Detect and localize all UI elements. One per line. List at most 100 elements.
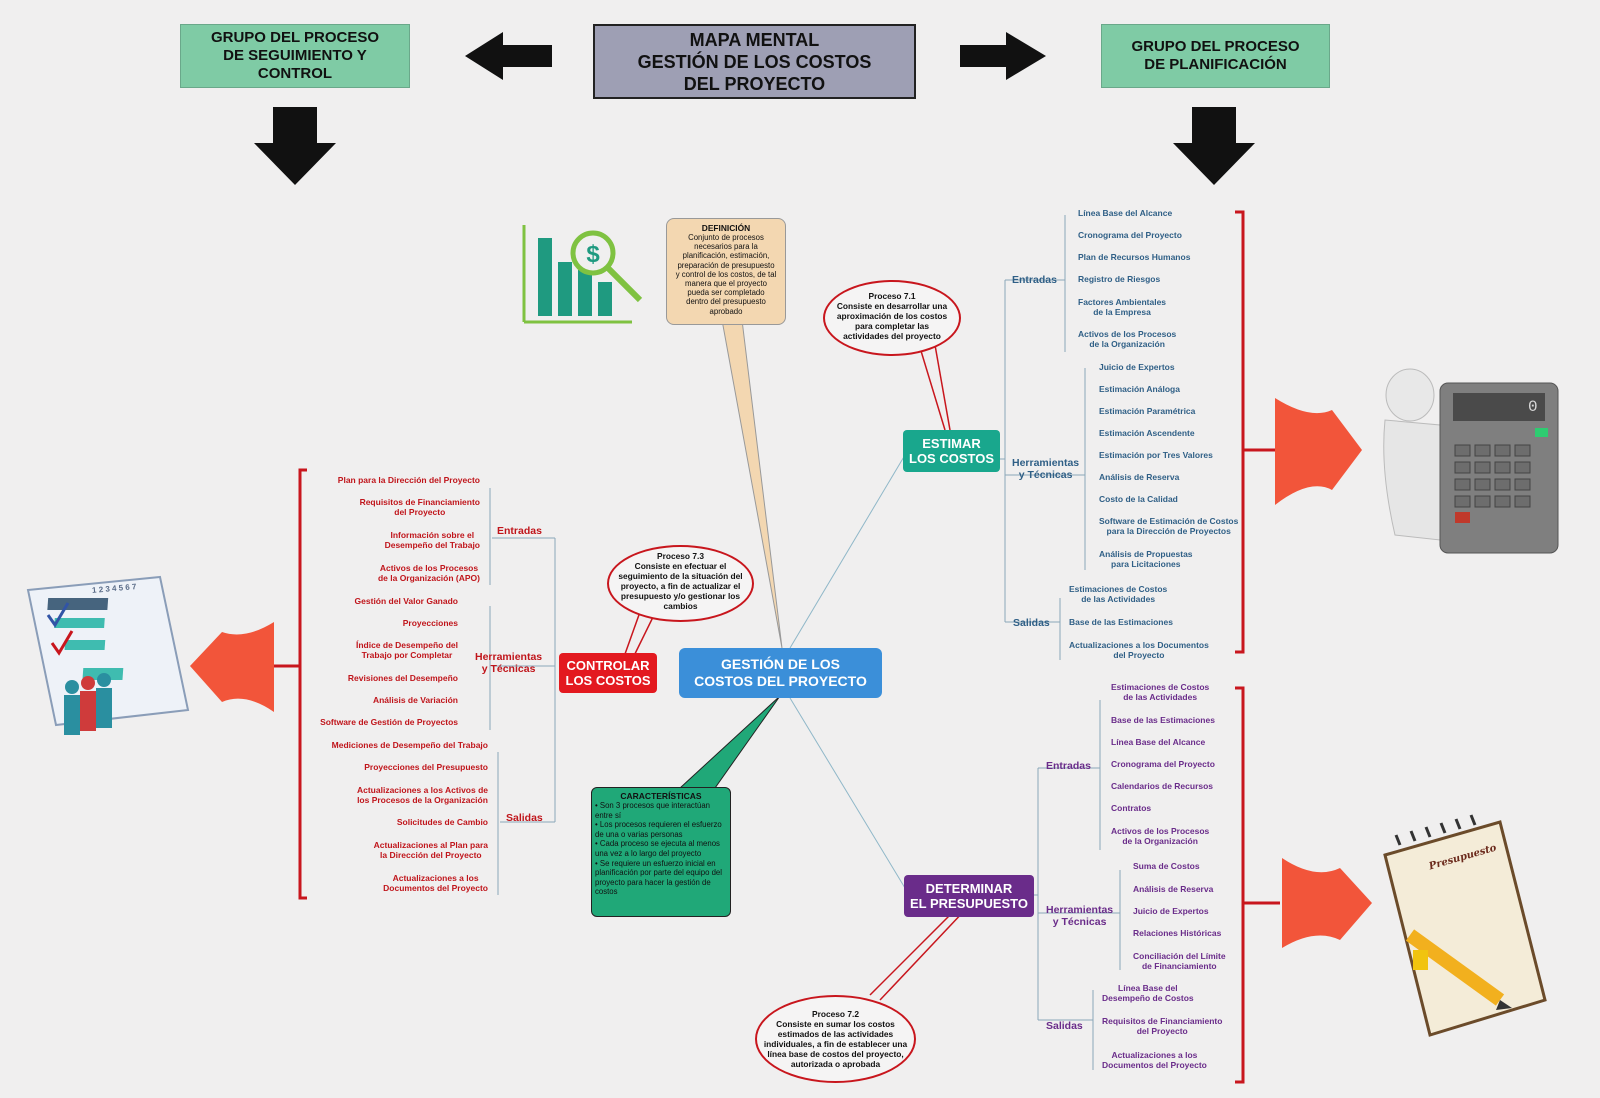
determinar-entrada-item: Cronograma del Proyecto bbox=[1111, 759, 1215, 769]
node-controlar-costos[interactable]: CONTROLAR LOS COSTOS bbox=[559, 653, 657, 693]
notepad-illustration bbox=[1383, 814, 1547, 1037]
page-title: MAPA MENTAL GESTIÓN DE LOS COSTOS DEL PR… bbox=[593, 24, 916, 99]
estimar-entrada-item: Plan de Recursos Humanos bbox=[1078, 252, 1191, 262]
definition-title: DEFINICIÓN bbox=[701, 223, 751, 233]
estimar-salidas-label: Salidas bbox=[1013, 617, 1050, 629]
process-id: Proceso 7.1 bbox=[868, 291, 916, 301]
estimar-salida-item: Base de las Estimaciones bbox=[1069, 617, 1173, 627]
characteristic-item: • Los procesos requieren el esfuerzo de … bbox=[595, 820, 722, 839]
determinar-herramienta-item: Análisis de Reserva bbox=[1133, 884, 1214, 894]
estimar-herramienta-item: Análisis de Propuestas para Licitaciones bbox=[1099, 549, 1193, 569]
process-bubble-7-1: Proceso 7.1 Consiste en desarrollar una … bbox=[823, 280, 961, 356]
characteristics-title: CARACTERÍSTICAS bbox=[620, 791, 702, 801]
controlar-salida-item: Mediciones de Desempeño del Trabajo bbox=[331, 740, 488, 750]
determinar-herramientas-label: Herramientas y Técnicas bbox=[1046, 904, 1114, 928]
bracket-controlar bbox=[298, 468, 307, 900]
controlar-herramienta-item: Índice de Desempeño del Trabajo por Comp… bbox=[355, 640, 458, 660]
controlar-herramienta-item: Proyecciones bbox=[402, 618, 458, 628]
calculator-display: 0 bbox=[1528, 398, 1538, 416]
controlar-entrada-item: Requisitos de Financiamiento del Proyect… bbox=[359, 497, 480, 517]
svg-text:$: $ bbox=[586, 241, 600, 268]
determinar-entrada-item: Base de las Estimaciones bbox=[1111, 715, 1215, 725]
gantt-chart-illustration bbox=[26, 575, 190, 735]
estimar-entradas-label: Entradas bbox=[1012, 274, 1057, 286]
determinar-salidas-label: Salidas bbox=[1046, 1020, 1083, 1032]
determinar-entrada-item: Contratos bbox=[1111, 803, 1152, 813]
bracket-determinar bbox=[1235, 686, 1245, 1084]
center-node[interactable]: GESTIÓN DE LOS COSTOS DEL PROYECTO bbox=[679, 648, 882, 698]
estimar-herramienta-item: Estimación Análoga bbox=[1099, 384, 1180, 394]
determinar-herramienta-item: Relaciones Históricas bbox=[1133, 928, 1222, 938]
controlar-herramienta-item: Gestión del Valor Ganado bbox=[354, 596, 458, 606]
controlar-salida-item: Actualizaciones a los Documentos del Pro… bbox=[383, 873, 488, 893]
estimar-herramienta-item: Estimación Paramétrica bbox=[1099, 406, 1196, 416]
controlar-herramienta-item: Software de Gestión de Proyectos bbox=[320, 717, 458, 727]
process-bubble-7-2: Proceso 7.2 Consiste en sumar los costos… bbox=[755, 995, 916, 1083]
bracket-estimar bbox=[1235, 210, 1245, 654]
arrow-left-icon bbox=[465, 32, 552, 80]
estimar-entrada-item: Factores Ambientales de la Empresa bbox=[1078, 297, 1167, 317]
determinar-entrada-item: Calendarios de Recursos bbox=[1111, 781, 1214, 791]
definition-callout: DEFINICIÓN Conjunto de procesos necesari… bbox=[666, 218, 786, 325]
estimar-salida-item: Estimaciones de Costos de las Actividade… bbox=[1069, 584, 1168, 604]
arrow-down-right-icon bbox=[1173, 107, 1255, 185]
determinar-herramienta-item: Suma de Costos bbox=[1133, 861, 1200, 871]
determinar-entrada-item: Línea Base del Alcance bbox=[1111, 737, 1206, 747]
orange-arrow-right-bottom-icon bbox=[1282, 858, 1372, 948]
determinar-herramienta-item: Juicio de Expertos bbox=[1133, 906, 1209, 916]
controlar-salidas-label: Salidas bbox=[506, 812, 543, 824]
controlar-salida-item: Solicitudes de Cambio bbox=[396, 817, 488, 827]
estimar-herramienta-item: Software de Estimación de Costos para la… bbox=[1099, 516, 1239, 536]
estimar-herramientas-label: Herramientas y Técnicas bbox=[1012, 457, 1080, 481]
characteristic-item: • Son 3 procesos que interactúan entre s… bbox=[595, 801, 710, 820]
orange-arrow-left-icon bbox=[190, 622, 274, 712]
definition-text: Conjunto de procesos necesarios para la … bbox=[675, 233, 777, 316]
estimar-herramienta-item: Análisis de Reserva bbox=[1099, 472, 1180, 482]
estimar-herramienta-item: Estimación por Tres Valores bbox=[1099, 450, 1213, 460]
determinar-entradas-label: Entradas bbox=[1046, 760, 1091, 772]
process-description: Consiste en sumar los costos estimados d… bbox=[763, 1019, 908, 1069]
determinar-entrada-item: Activos de los Procesos de la Organizaci… bbox=[1111, 826, 1210, 846]
calculator-illustration bbox=[1383, 368, 1559, 554]
controlar-herramientas-label: Herramientas y Técnicas bbox=[475, 651, 543, 675]
controlar-herramienta-item: Revisiones del Desempeño bbox=[347, 673, 458, 683]
controlar-entrada-item: Información sobre el Desempeño del Traba… bbox=[384, 530, 480, 550]
controlar-entrada-item: Plan para la Dirección del Proyecto bbox=[337, 475, 480, 485]
determinar-entrada-item: Estimaciones de Costos de las Actividade… bbox=[1111, 682, 1210, 702]
estimar-salida-item: Actualizaciones a los Documentos del Pro… bbox=[1069, 640, 1209, 660]
controlar-entradas-label: Entradas bbox=[497, 525, 542, 537]
determinar-salida-item: Requisitos de Financiamiento del Proyect… bbox=[1102, 1016, 1223, 1036]
characteristics-callout: CARACTERÍSTICAS • Son 3 procesos que int… bbox=[591, 787, 731, 917]
process-bubble-7-3: Proceso 7.3 Consiste en efectuar el segu… bbox=[607, 545, 754, 622]
estimar-entrada-item: Línea Base del Alcance bbox=[1078, 208, 1173, 218]
arrow-right-icon bbox=[960, 32, 1046, 80]
node-estimar-costos[interactable]: ESTIMAR LOS COSTOS bbox=[903, 430, 1000, 472]
characteristic-item: • Se requiere un esfuerzo inicial en pla… bbox=[595, 858, 723, 897]
estimar-entrada-item: Registro de Riesgos bbox=[1078, 274, 1161, 284]
arrow-down-left-icon bbox=[254, 107, 336, 185]
estimar-herramienta-item: Estimación Ascendente bbox=[1099, 428, 1195, 438]
estimar-entrada-item: Cronograma del Proyecto bbox=[1078, 230, 1182, 240]
controlar-entrada-item: Activos de los Procesos de la Organizaci… bbox=[377, 563, 480, 583]
orange-arrow-right-top-icon bbox=[1275, 398, 1362, 505]
process-id: Proceso 7.3 bbox=[656, 551, 705, 561]
determinar-salida-item: Línea Base del Desempeño de Costos bbox=[1102, 983, 1194, 1003]
estimar-entrada-item: Activos de los Procesos de la Organizaci… bbox=[1078, 329, 1177, 349]
determinar-salida-item: Actualizaciones a los Documentos del Pro… bbox=[1102, 1050, 1207, 1070]
controlar-salida-item: Proyecciones del Presupuesto bbox=[364, 762, 488, 772]
determinar-herramienta-item: Conciliación del Límite de Financiamient… bbox=[1133, 951, 1226, 971]
process-description: Consiste en efectuar el seguimiento de l… bbox=[618, 561, 743, 611]
node-determinar-presupuesto[interactable]: DETERMINAR EL PRESUPUESTO bbox=[904, 875, 1034, 917]
controlar-salida-item: Actualizaciones a los Activos de los Pro… bbox=[356, 785, 488, 805]
chart-magnifier-icon: $ bbox=[522, 225, 643, 324]
group-seguimiento-control: GRUPO DEL PROCESO DE SEGUIMIENTO Y CONTR… bbox=[180, 24, 410, 88]
controlar-herramienta-item: Análisis de Variación bbox=[372, 695, 458, 705]
process-id: Proceso 7.2 bbox=[811, 1009, 860, 1019]
characteristic-item: • Cada proceso se ejecuta al menos una v… bbox=[595, 839, 720, 858]
estimar-herramienta-item: Costo de la Calidad bbox=[1099, 494, 1178, 504]
estimar-herramienta-item: Juicio de Expertos bbox=[1099, 362, 1175, 372]
group-planificacion: GRUPO DEL PROCESO DE PLANIFICACIÓN bbox=[1101, 24, 1330, 88]
process-description: Consiste en desarrollar una aproximación… bbox=[836, 301, 948, 341]
controlar-salida-item: Actualizaciones al Plan para la Direcció… bbox=[373, 840, 488, 860]
